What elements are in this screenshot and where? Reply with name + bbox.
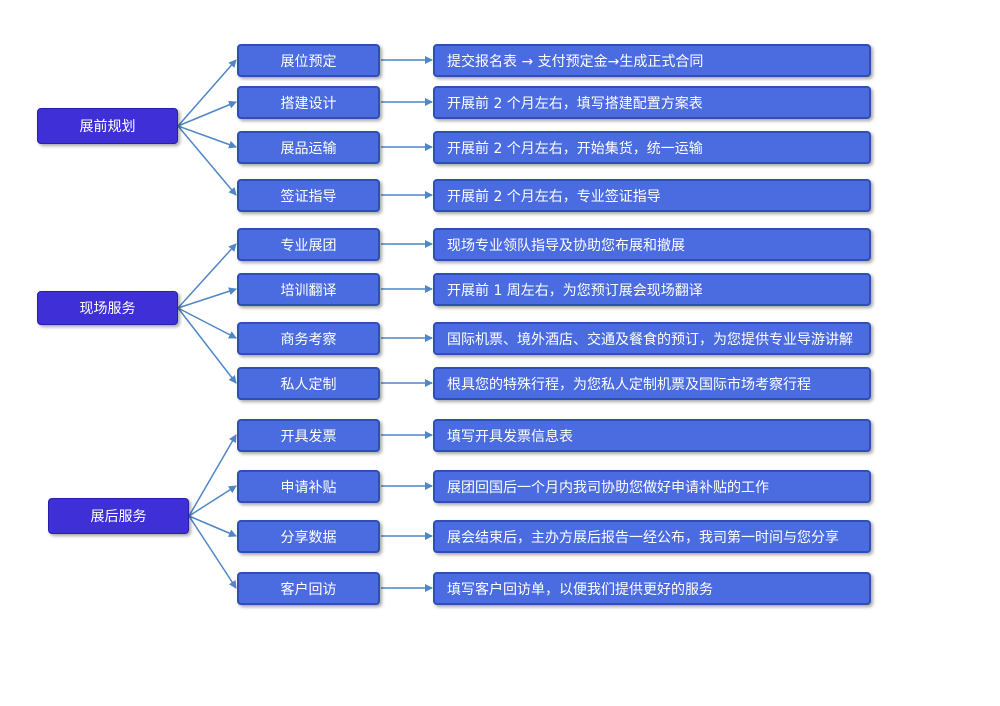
item-build-design: 搭建设计 [237,86,380,119]
branch-arrow [177,307,237,384]
desc-text: 提交报名表 → 支付预定金→生成正式合同 [447,53,704,70]
item-label: 开具发票 [280,428,337,445]
desc-share-data: 展会结束后，主办方展后报告一经公布，我司第一时间与您分享 [433,520,871,553]
desc-customer-revisit: 填写客户回访单，以便我们提供更好的服务 [433,572,871,605]
desc-invoice: 填写开具发票信息表 [433,419,871,452]
branch-arrow [177,287,237,309]
branch-arrow [188,485,237,517]
desc-text: 国际机票、境外酒店、交通及餐食的预订，为您提供专业导游讲解 [447,331,853,348]
branch-arrow [177,125,237,149]
branch-arrow [188,434,237,517]
desc-build-design: 开展前 2 个月左右，填写搭建配置方案表 [433,86,871,119]
desc-professional-team: 现场专业领队指导及协助您布展和撤展 [433,228,871,261]
category-box-on-site: 现场服务 [37,291,178,325]
item-label: 展位预定 [280,53,337,70]
desc-text: 开展前 1 周左右，为您预订展会现场翻译 [447,282,703,299]
desc-private-custom: 根具您的特殊行程，为您私人定制机票及国际市场考察行程 [433,367,871,400]
desc-text: 填写开具发票信息表 [447,428,573,445]
item-customer-revisit: 客户回访 [237,572,380,605]
desc-training-translation: 开展前 1 周左右，为您预订展会现场翻译 [433,273,871,306]
desc-visa-guidance: 开展前 2 个月左右，专业签证指导 [433,179,871,212]
category-label: 展前规划 [79,119,136,135]
item-label: 分享数据 [280,529,337,546]
item-visa-guidance: 签证指导 [237,179,380,212]
branch-arrow [177,125,237,196]
item-booth-booking: 展位预定 [237,44,380,77]
item-label: 私人定制 [280,376,337,393]
desc-text: 展会结束后，主办方展后报告一经公布，我司第一时间与您分享 [447,529,839,546]
desc-text: 展团回国后一个月内我司协助您做好申请补贴的工作 [447,479,769,496]
item-label: 展品运输 [280,140,337,157]
item-exhibit-shipping: 展品运输 [237,131,380,164]
desc-text: 开展前 2 个月左右，填写搭建配置方案表 [447,95,703,112]
item-professional-team: 专业展团 [237,228,380,261]
item-invoice: 开具发票 [237,419,380,452]
branch-arrow [177,243,237,309]
desc-text: 填写客户回访单，以便我们提供更好的服务 [447,581,713,598]
item-label: 商务考察 [280,331,337,348]
item-label: 客户回访 [280,581,337,598]
branch-arrow [177,100,237,127]
desc-text: 现场专业领队指导及协助您布展和撤展 [447,237,685,254]
item-private-custom: 私人定制 [237,367,380,400]
item-label: 申请补贴 [280,479,337,496]
desc-text: 开展前 2 个月左右，开始集货，统一运输 [447,140,703,157]
desc-text: 开展前 2 个月左右，专业签证指导 [447,188,661,205]
desc-subsidy: 展团回国后一个月内我司协助您做好申请补贴的工作 [433,470,871,503]
branch-arrow [177,59,237,127]
branch-arrow [188,515,237,537]
desc-booth-booking: 提交报名表 → 支付预定金→生成正式合同 [433,44,871,77]
desc-business-inspection: 国际机票、境外酒店、交通及餐食的预订，为您提供专业导游讲解 [433,322,871,355]
item-label: 签证指导 [280,188,337,205]
item-training-translation: 培训翻译 [237,273,380,306]
item-label: 培训翻译 [280,282,337,299]
category-box-post-show: 展后服务 [48,498,189,534]
branch-arrow [177,307,237,339]
category-label: 现场服务 [79,301,136,317]
desc-exhibit-shipping: 开展前 2 个月左右，开始集货，统一运输 [433,131,871,164]
item-business-inspection: 商务考察 [237,322,380,355]
item-share-data: 分享数据 [237,520,380,553]
category-box-pre-show: 展前规划 [37,108,178,144]
category-label: 展后服务 [90,509,147,525]
item-subsidy: 申请补贴 [237,470,380,503]
item-label: 搭建设计 [280,95,337,112]
item-label: 专业展团 [280,237,337,254]
desc-text: 根具您的特殊行程，为您私人定制机票及国际市场考察行程 [447,376,811,393]
branch-arrow [188,515,237,589]
